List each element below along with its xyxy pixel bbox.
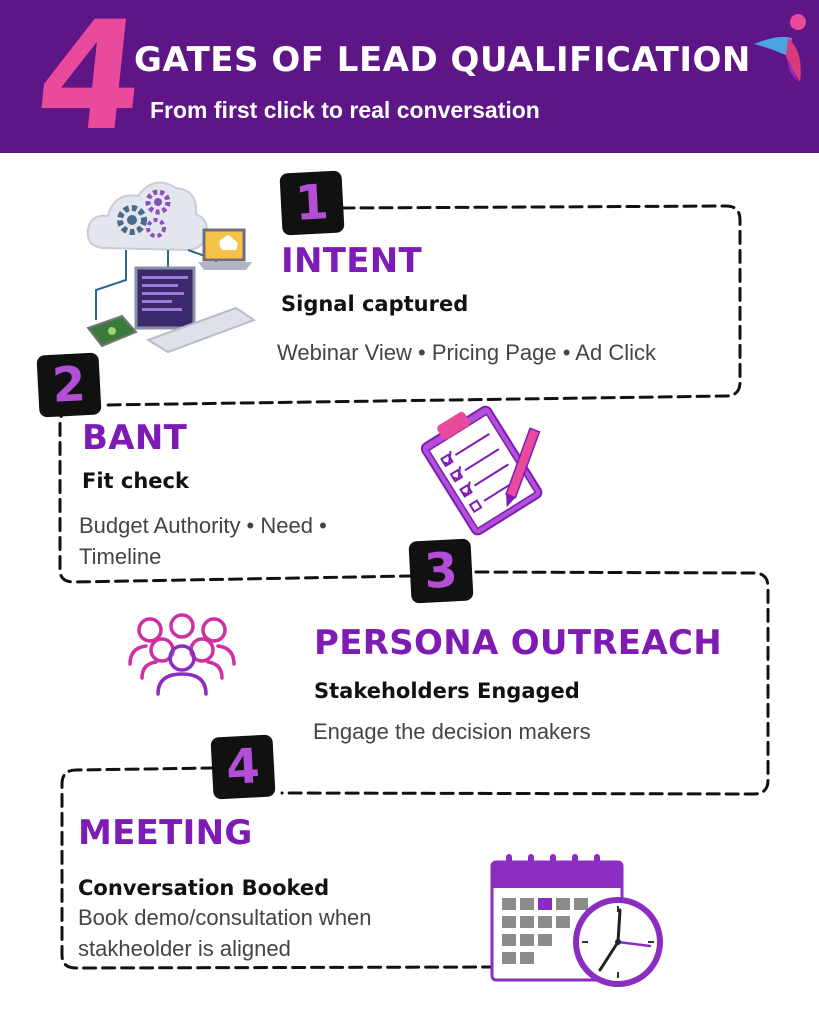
gate-4-badge: 4 [210,734,276,800]
gate-1-subtitle: Signal captured [281,292,469,316]
gate-3-badge: 3 [408,538,474,604]
gate-1-badge: 1 [279,170,345,236]
header-subtitle: From first click to real conversation [150,97,540,123]
clipboard-checklist-icon [420,405,543,536]
calendar-clock-icon [490,854,663,987]
header-title: GATES OF LEAD QUALIFICATION [134,40,751,80]
gate-1-title: INTENT [281,241,422,281]
gate-4-subtitle: Conversation Booked [78,876,330,900]
gate-3-subtitle: Stakeholders Engaged [314,679,580,703]
gate-2-badge: 2 [36,352,102,418]
gate-2-description: Budget Authority • Need • Timeline [79,513,327,569]
gate-3-description: Engage the decision makers [313,719,591,744]
gate-2-subtitle: Fit check [82,469,189,493]
brand-logo-icon [754,14,806,82]
computer-network-icon [86,181,257,354]
gate-2-title: BANT [82,418,188,458]
people-group-icon [128,613,236,696]
gate-4-description: Book demo/consultation when stakheolder … [78,905,372,961]
gate-3-title: PERSONA OUTREACH [314,623,722,663]
header-banner: 4 GATES OF LEAD QUALIFICATION From first… [0,0,819,164]
gate-4-title: MEETING [78,813,253,853]
gate-1-description: Webinar View • Pricing Page • Ad Click [277,340,656,365]
